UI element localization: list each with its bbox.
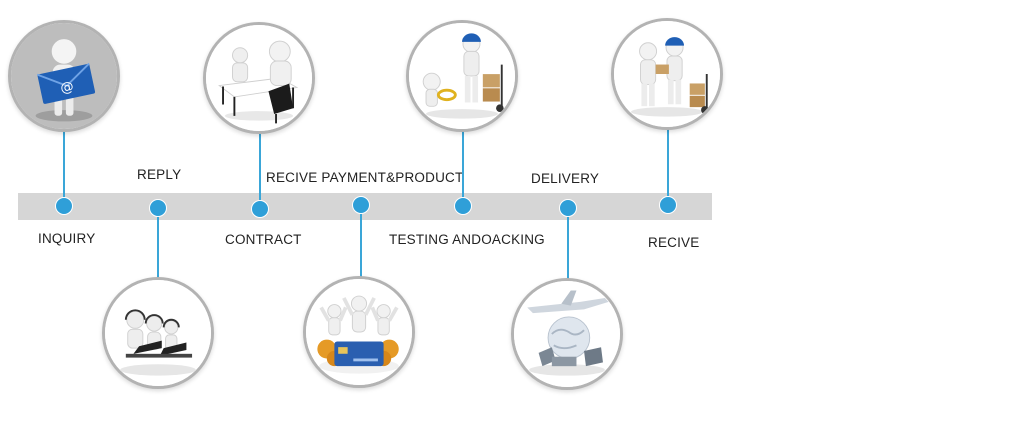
step-image-payment [303, 276, 415, 388]
meeting-table-icon [206, 25, 312, 131]
connector-line [462, 130, 464, 202]
payment-card-icon [306, 279, 412, 385]
timeline-dot-inquiry [55, 197, 73, 215]
step-label-inquiry: INQUIRY [38, 231, 96, 246]
step-image-inquiry: @ [8, 20, 120, 132]
connector-line [360, 212, 362, 280]
timeline-dot-reply [149, 199, 167, 217]
step-image-contract [203, 22, 315, 134]
step-label-delivery: DELIVERY [531, 171, 600, 186]
parcel-handover-icon [614, 21, 720, 127]
step-label-recive: RECIVE [648, 235, 700, 250]
step-image-testing [406, 20, 518, 132]
step-image-reply [102, 277, 214, 389]
connector-line [63, 118, 65, 203]
step-label-reply: REPLY [137, 167, 182, 182]
step-label-payment: RECIVE PAYMENT&PRODUCT [266, 170, 464, 185]
packing-handtruck-icon [409, 23, 515, 129]
connector-line [259, 132, 261, 204]
timeline-dot-contract [251, 200, 269, 218]
connector-line [157, 212, 159, 282]
connector-line [667, 128, 669, 200]
globe-airplane-icon [514, 281, 620, 387]
step-label-contract: CONTRACT [225, 232, 302, 247]
step-label-testing: TESTING ANDOACKING [389, 232, 545, 247]
connector-line [567, 214, 569, 282]
step-image-delivery [511, 278, 623, 390]
email-inquiry-icon: @ [11, 23, 117, 129]
svg-text:@: @ [59, 79, 75, 96]
timeline-dot-payment [352, 196, 370, 214]
timeline-dot-recive [659, 196, 677, 214]
step-image-recive [611, 18, 723, 130]
timeline-dot-testing [454, 197, 472, 215]
timeline-dot-delivery [559, 199, 577, 217]
call-center-icon [105, 280, 211, 386]
